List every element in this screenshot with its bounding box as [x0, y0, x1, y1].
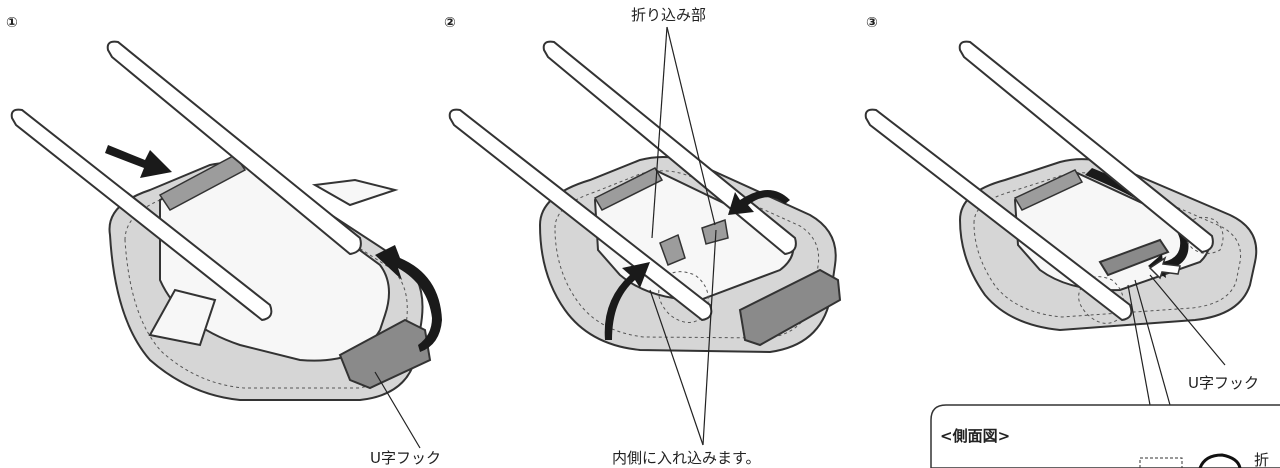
headrest-rod-left	[10, 108, 273, 322]
back-band	[158, 154, 247, 211]
tuck-instruction-label: 内側に入れ込みます。	[612, 449, 761, 467]
fold-leader-line-right	[666, 26, 716, 226]
side-view-leader-right	[1134, 279, 1171, 406]
side-view-partial-label: 折	[1254, 451, 1269, 468]
step-3-number: ③	[866, 15, 878, 31]
side-view-box	[930, 404, 1280, 468]
side-view-leader-left	[1127, 284, 1151, 406]
panel-3: ③ U字フック <側面図> 折	[864, 15, 1280, 468]
headrest-rod-right	[958, 40, 1214, 254]
back-band	[1013, 169, 1084, 211]
step-2-number: ②	[444, 15, 456, 31]
step-1-number: ①	[6, 15, 18, 31]
side-view-title: <側面図>	[940, 427, 1010, 445]
hole-stitch-back	[1183, 216, 1224, 254]
fold-tab-right	[701, 218, 729, 245]
back-band	[593, 167, 664, 211]
u-hook-strap	[1098, 238, 1170, 277]
tuck-leader-line-right	[702, 229, 717, 446]
panel-2: ② 折り込み部 内側に入れ込みます。	[444, 6, 842, 467]
fold-leader-line-left	[651, 26, 668, 239]
body-stitch	[973, 172, 1242, 318]
u-hook-strap	[738, 268, 842, 347]
u-hook-label: U字フック	[1188, 374, 1259, 392]
side-view-detail-dashed	[1139, 457, 1183, 468]
u-hook-strap	[338, 318, 432, 390]
side-view-hook-shape	[1198, 453, 1242, 468]
hook-position-arrow-icon	[1148, 256, 1181, 280]
fold-section-label: 折り込み部	[631, 6, 706, 24]
tuck-arrow-icon-left	[604, 262, 650, 340]
rotate-arrow-icon	[375, 245, 442, 352]
headrest-rod-left	[864, 108, 1133, 322]
right-flap	[311, 178, 399, 207]
hook-leader-line	[374, 371, 421, 449]
push-arrow-icon	[105, 145, 172, 178]
hook-leader-line	[1149, 274, 1226, 366]
panel-1: ① U字フック	[6, 15, 442, 467]
front-flap	[148, 288, 217, 347]
tuck-arrow-icon-right	[728, 190, 790, 215]
fold-tab-left	[659, 233, 686, 266]
tuck-leader-line-left	[649, 289, 704, 446]
u-hook-label: U字フック	[370, 449, 441, 467]
headrest-rod-right	[106, 40, 362, 256]
